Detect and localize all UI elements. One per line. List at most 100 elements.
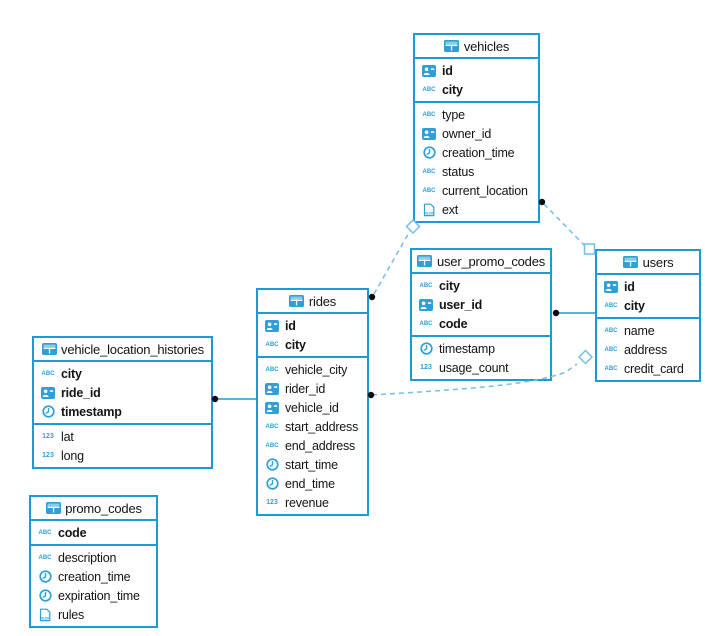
id-badge-icon bbox=[264, 319, 280, 333]
table-grid-icon bbox=[289, 294, 305, 308]
pk-section: id ABC city bbox=[258, 314, 367, 358]
field-vehicles-creation_time: creation_time bbox=[415, 143, 538, 162]
field-users-address: ABC address bbox=[604, 342, 668, 357]
id-badge-icon bbox=[603, 280, 619, 294]
table-users[interactable]: users id ABC city ABC name ABC address A… bbox=[595, 249, 701, 382]
clock-icon bbox=[421, 146, 437, 160]
id-badge-icon bbox=[421, 64, 437, 78]
field-user_promo_codes-code: ABC code bbox=[419, 316, 468, 331]
table-promo_codes[interactable]: promo_codes ABC code ABC description cre… bbox=[29, 495, 158, 628]
text-abc-icon: ABC bbox=[419, 282, 433, 289]
text-abc-icon: ABC bbox=[604, 302, 618, 309]
relation-user_promo_codes-users[interactable] bbox=[552, 309, 595, 317]
id-badge-icon bbox=[40, 386, 56, 400]
relation-rides-vehicles[interactable] bbox=[368, 218, 421, 301]
table-header-user_promo_codes[interactable]: user_promo_codes bbox=[412, 250, 550, 274]
table-vehicle_location_histories[interactable]: vehicle_location_histories ABC city ride… bbox=[32, 336, 213, 469]
field-rides-vehicle_city: ABC vehicle_city bbox=[265, 362, 348, 377]
pk-section: ABC city ride_id timestamp bbox=[34, 362, 211, 425]
json-document-icon: JSON bbox=[421, 203, 437, 217]
relation-rides-users[interactable] bbox=[367, 349, 594, 399]
id-badge-icon bbox=[264, 382, 280, 396]
pk-section: ABC city user_id ABC code bbox=[412, 274, 550, 337]
relation-dot-marker bbox=[367, 391, 375, 399]
fields-section: ABC description creation_time expiration… bbox=[31, 546, 156, 626]
relation-dot-marker bbox=[538, 198, 546, 206]
fields-section: 123 lat 123 long bbox=[34, 425, 211, 467]
table-header-vehicles[interactable]: vehicles bbox=[415, 35, 538, 59]
table-grid-icon bbox=[45, 501, 61, 515]
table-grid-icon bbox=[417, 254, 433, 268]
id-badge-icon bbox=[418, 298, 434, 312]
table-title: users bbox=[642, 254, 674, 270]
table-rides[interactable]: rides id ABC city ABC vehicle_city rider… bbox=[256, 288, 369, 516]
table-title: user_promo_codes bbox=[436, 253, 546, 269]
field-promo_codes-expiration_time: expiration_time bbox=[31, 586, 156, 605]
field-rides-end_address: ABC end_address bbox=[265, 438, 356, 453]
field-vehicles-ext: JSON ext bbox=[415, 200, 538, 219]
field-rides-revenue: 123 revenue bbox=[258, 493, 367, 512]
field-promo_codes-code: ABC code bbox=[38, 525, 87, 540]
table-header-vehicle_location_histories[interactable]: vehicle_location_histories bbox=[34, 338, 211, 362]
relation-dot-marker bbox=[552, 309, 560, 317]
field-user_promo_codes-usage_count: 123 usage_count bbox=[412, 358, 550, 377]
clock-icon bbox=[418, 342, 434, 356]
id-badge-icon bbox=[421, 127, 437, 141]
field-rides-end_time: end_time bbox=[258, 474, 367, 493]
fields-section: timestamp 123 usage_count bbox=[412, 337, 550, 379]
relation-vehicles-users[interactable] bbox=[538, 198, 596, 255]
relation-vehicle_location_histories-rides[interactable] bbox=[211, 395, 257, 403]
table-header-users[interactable]: users bbox=[597, 251, 699, 275]
table-grid-icon bbox=[41, 342, 57, 356]
number-123-icon: 123 bbox=[266, 499, 278, 506]
field-vehicles-type: ABC type bbox=[422, 107, 466, 122]
field-promo_codes-rules: JSON rules bbox=[31, 605, 156, 624]
clock-icon bbox=[37, 570, 53, 584]
relation-diamond-marker bbox=[405, 218, 421, 235]
clock-icon bbox=[40, 405, 56, 419]
pk-section: ABC code bbox=[31, 521, 156, 546]
table-header-rides[interactable]: rides bbox=[258, 290, 367, 314]
pk-section: id ABC city bbox=[415, 59, 538, 103]
text-abc-icon: ABC bbox=[604, 365, 618, 372]
field-vehicles-owner_id: owner_id bbox=[415, 124, 538, 143]
clock-icon bbox=[264, 458, 280, 472]
table-grid-icon bbox=[623, 255, 639, 269]
text-abc-icon: ABC bbox=[422, 168, 436, 175]
pk-section: id ABC city bbox=[597, 275, 699, 319]
field-vlh-long: 123 long bbox=[34, 446, 211, 465]
svg-text:JSON: JSON bbox=[40, 616, 51, 620]
number-123-icon: 123 bbox=[42, 452, 54, 459]
relation-diamond-marker bbox=[577, 349, 594, 365]
field-rides-start_address: ABC start_address bbox=[265, 419, 359, 434]
fields-section: ABC vehicle_city rider_id vehicle_id ABC… bbox=[258, 358, 367, 514]
text-abc-icon: ABC bbox=[604, 327, 618, 334]
field-vehicles-status: ABC status bbox=[422, 164, 475, 179]
text-abc-icon: ABC bbox=[422, 187, 436, 194]
text-abc-icon: ABC bbox=[38, 554, 52, 561]
svg-text:JSON: JSON bbox=[424, 211, 435, 215]
field-rides-start_time: start_time bbox=[258, 455, 367, 474]
table-header-promo_codes[interactable]: promo_codes bbox=[31, 497, 156, 521]
table-title: vehicle_location_histories bbox=[61, 341, 204, 357]
field-rides-city: ABC city bbox=[265, 337, 306, 352]
table-vehicles[interactable]: vehicles id ABC city ABC type owner_id bbox=[413, 33, 540, 223]
field-user_promo_codes-timestamp: timestamp bbox=[412, 339, 550, 358]
table-user_promo_codes[interactable]: user_promo_codes ABC city user_id ABC co… bbox=[410, 248, 552, 381]
text-abc-icon: ABC bbox=[38, 529, 52, 536]
field-users-city: ABC city bbox=[604, 298, 645, 313]
text-abc-icon: ABC bbox=[419, 320, 433, 327]
table-title: promo_codes bbox=[65, 500, 142, 516]
text-abc-icon: ABC bbox=[422, 111, 436, 118]
field-promo_codes-creation_time: creation_time bbox=[31, 567, 156, 586]
field-vlh-lat: 123 lat bbox=[34, 427, 211, 446]
fields-section: ABC name ABC address ABC credit_card bbox=[597, 319, 699, 380]
text-abc-icon: ABC bbox=[265, 341, 279, 348]
table-title: vehicles bbox=[463, 38, 510, 54]
field-user_promo_codes-city: ABC city bbox=[419, 278, 460, 293]
field-rides-rider_id: rider_id bbox=[258, 379, 367, 398]
field-vlh-timestamp: timestamp bbox=[34, 402, 211, 421]
field-user_promo_codes-user_id: user_id bbox=[412, 295, 550, 314]
